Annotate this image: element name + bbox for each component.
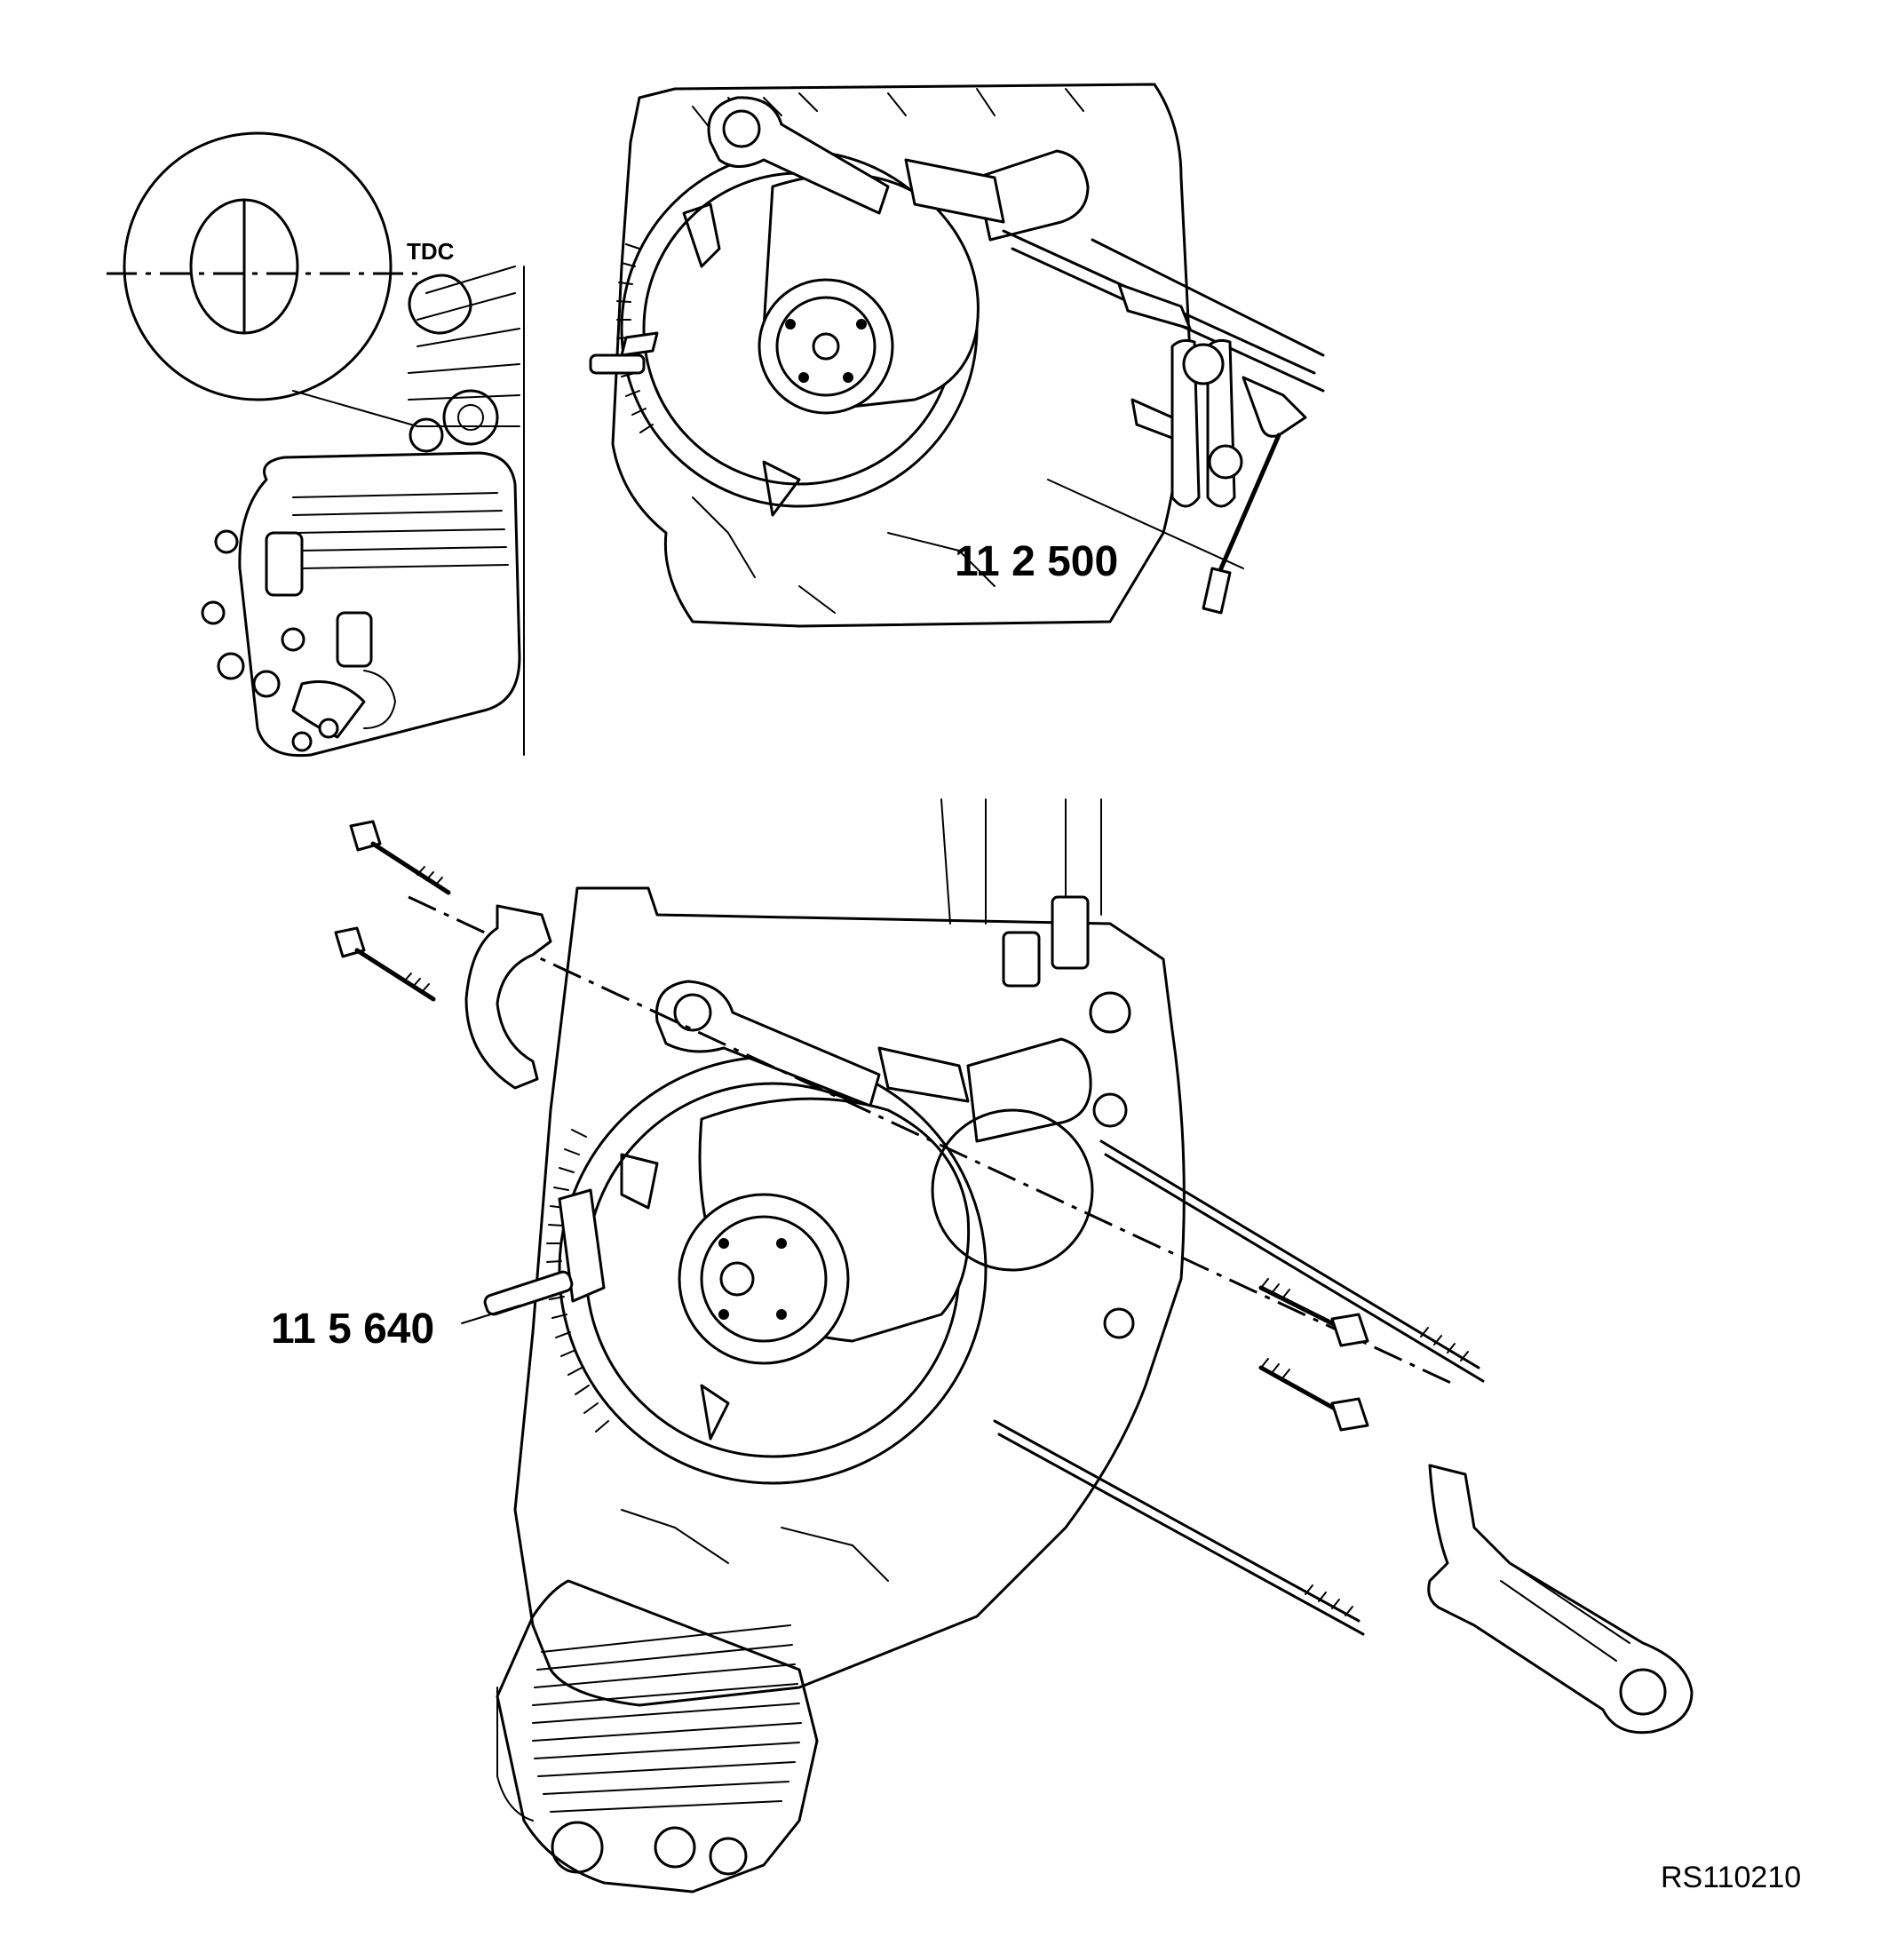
- bolt-upper-1: [349, 820, 451, 895]
- bearing-cap: [464, 904, 552, 1090]
- tool-label-11-2-500: 11 2 500: [955, 538, 1118, 585]
- tool-11-2-500: [589, 282, 1307, 615]
- top-crankcase-view: 11 2 500: [589, 83, 1325, 628]
- figure-reference-code: RS110210: [1661, 1861, 1801, 1894]
- connecting-rod-separate: [1427, 1464, 1694, 1735]
- bolt-upper-2: [334, 926, 436, 1002]
- tool-11-5-640: [483, 1188, 606, 1316]
- tdc-inset: TDC: [107, 131, 525, 758]
- tdc-label: TDC: [407, 238, 455, 265]
- tool-label-11-5-640: 11 5 640: [271, 1306, 434, 1353]
- bolt-lower-1: [1258, 1278, 1369, 1347]
- cylinder-head-drawing: [201, 266, 525, 758]
- bolt-lower-2: [1258, 1358, 1369, 1432]
- bottom-exploded-view: 11 5 640: [271, 798, 1694, 1893]
- magnifier-circle: [123, 131, 393, 401]
